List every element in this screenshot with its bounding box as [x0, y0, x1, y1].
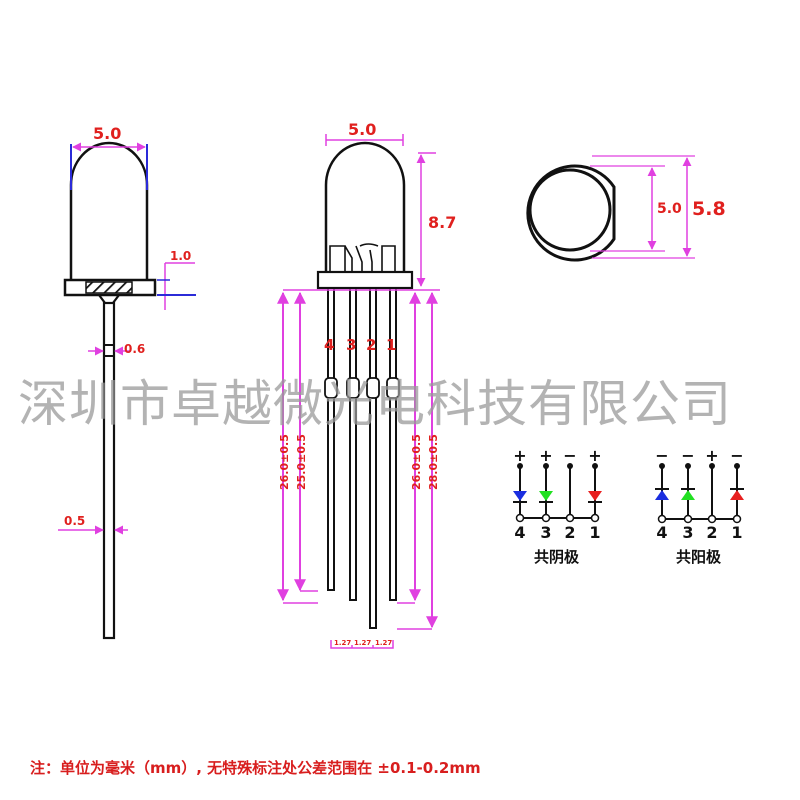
lead-length-right-inner: 26.0±0.5	[410, 434, 423, 490]
common-cathode-schematic: + + − + 4 3 2 1	[513, 446, 602, 542]
cc-pin-1: 1	[589, 523, 600, 542]
lead-side	[102, 301, 116, 640]
side-width-label: 5.0	[93, 124, 121, 143]
lead-length-left-outer: 26.0±0.5	[278, 434, 291, 490]
ca-pin-1: 1	[731, 523, 742, 542]
pin-number-3: 3	[346, 336, 356, 354]
red-led-icon	[588, 491, 602, 501]
common-cathode-title: 共阴极	[534, 548, 580, 566]
footnote: 注：单位为毫米（mm）, 无特殊标注处公差范围在 ±0.1-0.2mm	[30, 759, 481, 777]
lead-length-right-outer: 28.0±0.5	[427, 434, 440, 490]
top-inner-label: 5.0	[657, 201, 682, 217]
cc-polarity-3: +	[539, 446, 552, 465]
cc-polarity-4: +	[513, 446, 526, 465]
ca-pin-4: 4	[656, 523, 667, 542]
flange-front	[316, 270, 414, 290]
lead-2	[369, 287, 377, 629]
front-width-label: 5.0	[348, 120, 376, 139]
blue-led-icon	[655, 490, 669, 500]
ca-pin-2: 2	[706, 523, 717, 542]
ca-polarity-1: −	[730, 446, 743, 465]
lead-1	[389, 287, 397, 601]
pitch-label-1: 1.27	[334, 639, 351, 647]
lead-3	[349, 287, 357, 601]
front-height-label: 8.7	[428, 213, 456, 232]
outer-rim	[526, 164, 616, 262]
ca-polarity-2: +	[705, 446, 718, 465]
green-led-icon	[539, 491, 553, 501]
pin-number-2: 2	[366, 336, 376, 354]
inner-circle	[528, 168, 612, 252]
common-anode-schematic: − − + − 4 3 2 1	[655, 446, 744, 542]
front-view: 5.0 8.7 4 3 2 1 26.0±0.5 25.0±0.5 26.0±0…	[277, 120, 456, 649]
side-flange-label: 1.0	[170, 249, 191, 263]
led-dome-side	[69, 141, 149, 280]
side-lead-label: 0.5	[64, 514, 85, 528]
ca-polarity-3: −	[681, 446, 694, 465]
red-led-icon	[730, 490, 744, 500]
cc-polarity-2: −	[563, 446, 576, 465]
blue-led-icon	[513, 491, 527, 501]
led-dome-front	[324, 141, 406, 272]
top-view: 5.0 5.8	[526, 155, 726, 262]
cc-pin-2: 2	[564, 523, 575, 542]
top-outer-label: 5.8	[692, 198, 726, 220]
green-led-icon	[681, 490, 695, 500]
side-view: 5.0 1.0 0.6 0.5	[58, 124, 196, 640]
cc-pin-4: 4	[514, 523, 525, 542]
company-watermark: 深圳市卓越微光电科技有限公司	[18, 375, 732, 433]
pitch-label-2: 1.27	[354, 639, 371, 647]
pin-number-1: 1	[386, 336, 396, 354]
common-anode-title: 共阳极	[676, 548, 722, 566]
ca-polarity-4: −	[655, 446, 668, 465]
ca-pin-3: 3	[682, 523, 693, 542]
side-neck-label: 0.6	[124, 342, 145, 356]
lead-length-left-inner: 25.0±0.5	[295, 434, 308, 490]
cc-polarity-1: +	[588, 446, 601, 465]
cc-pin-3: 3	[540, 523, 551, 542]
pin-number-4: 4	[324, 336, 334, 354]
pitch-label-3: 1.27	[375, 639, 392, 647]
lead-4	[327, 287, 335, 591]
